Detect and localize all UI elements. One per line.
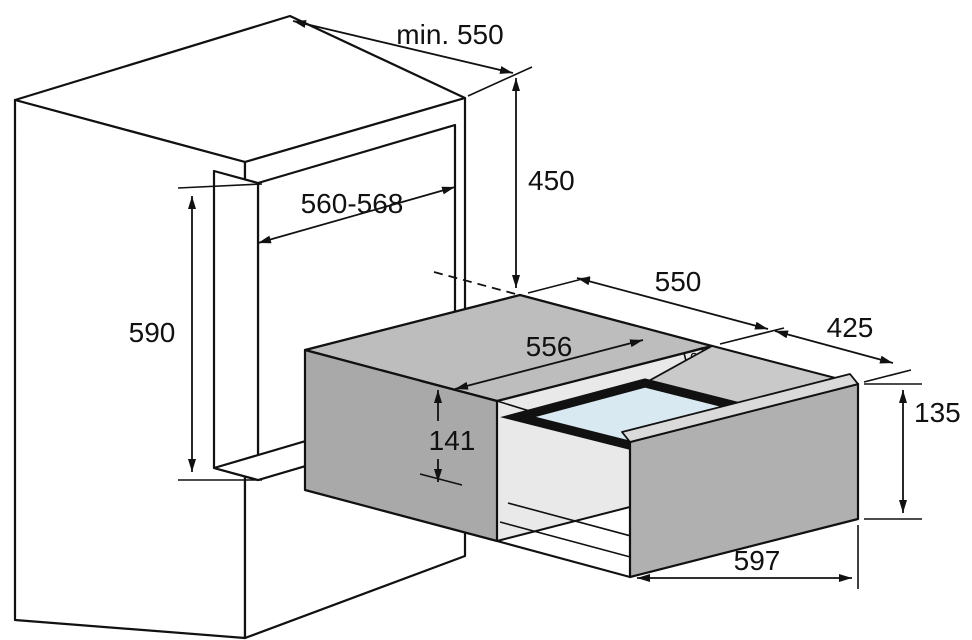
dim-front-panel-width: 597 bbox=[637, 525, 859, 589]
drawer-unit bbox=[303, 293, 860, 579]
dim-label-appliance-depth: 550 bbox=[655, 266, 702, 297]
dim-upper-niche-height: 450 bbox=[512, 78, 575, 288]
dim-label-upper-niche-height: 450 bbox=[528, 165, 575, 196]
dim-appliance-depth: 550 bbox=[527, 266, 785, 345]
dim-label-extension-depth: 425 bbox=[827, 312, 874, 343]
telescopic-rails bbox=[495, 502, 643, 579]
dim-label-appliance-height: 141 bbox=[429, 425, 476, 456]
dim-niche-width: 560-568 bbox=[257, 186, 456, 244]
dim-label-niche-width: 560-568 bbox=[301, 188, 404, 219]
dim-front-panel-height: 135 bbox=[864, 383, 961, 520]
dim-appliance-width: 556 bbox=[454, 331, 644, 390]
dim-label-appliance-width: 556 bbox=[526, 331, 573, 362]
niche-left-wall bbox=[212, 169, 260, 482]
dim-label-front-panel-width: 597 bbox=[734, 545, 781, 576]
insertion-dashed-line bbox=[433, 271, 524, 297]
front-panel-top-edge bbox=[621, 373, 859, 443]
dim-label-front-panel-height: 135 bbox=[914, 397, 961, 428]
dim-extension-depth: 425 bbox=[774, 312, 912, 383]
dim-cabinet-depth: min. 550 bbox=[292, 19, 533, 97]
cabinet-left-face bbox=[13, 98, 247, 640]
dim-niche-height: 590 bbox=[129, 183, 263, 481]
dim-label-cabinet-depth: min. 550 bbox=[396, 19, 503, 50]
dim-label-niche-height: 590 bbox=[129, 317, 176, 348]
dim-appliance-height: 141 bbox=[419, 380, 476, 486]
